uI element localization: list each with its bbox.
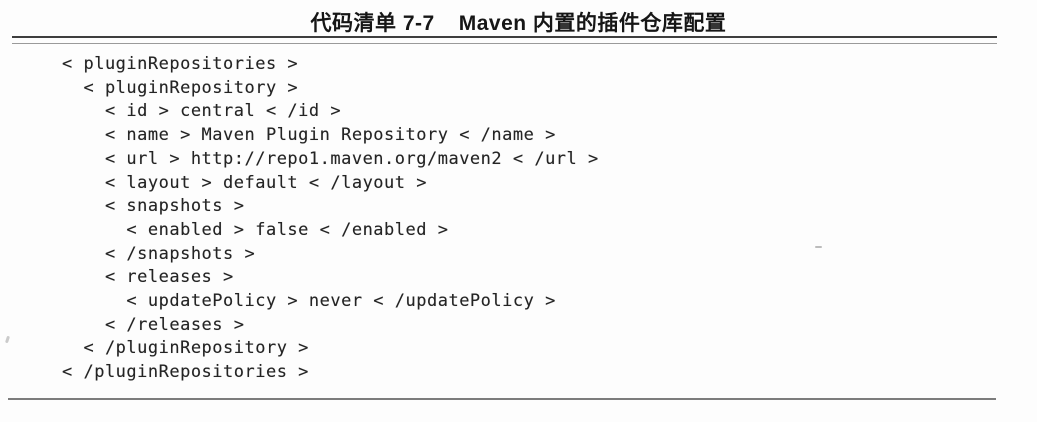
listing-number-label: 代码清单 7-7 [310, 12, 435, 35]
bottom-rule [8, 398, 996, 400]
top-double-rule [12, 36, 997, 44]
listing-title: 代码清单 7-7 Maven 内置的插件仓库配置 [0, 7, 1037, 37]
code-listing: < pluginRepositories > < pluginRepositor… [62, 54, 599, 383]
scan-speck-dash [815, 246, 822, 248]
scan-speck-comma [4, 335, 11, 344]
listing-caption: Maven 内置的插件仓库配置 [458, 12, 727, 35]
